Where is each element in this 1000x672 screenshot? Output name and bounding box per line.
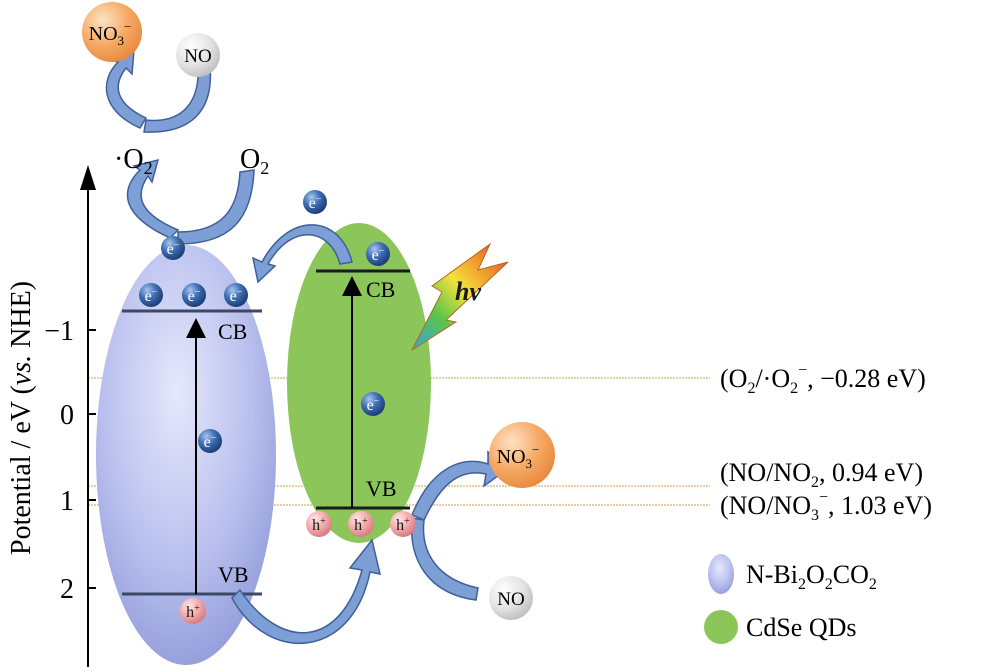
nbi-particle: [96, 245, 276, 665]
nbi-cb-label: CB: [218, 319, 247, 344]
electron: e−: [161, 236, 185, 260]
light-label: hv: [455, 277, 481, 306]
superoxide-label: ·O2: [114, 144, 153, 178]
svg-text:h+: h+: [396, 516, 410, 534]
hole: h+: [348, 511, 374, 537]
hole: h+: [180, 598, 206, 624]
legend-swatch-nbi: [708, 554, 734, 594]
tick-label: 0: [60, 400, 74, 431]
hole: h+: [390, 511, 416, 537]
electron: e−: [303, 190, 327, 214]
no3-formation-arrow-bottom: [410, 517, 479, 601]
electron: e−: [224, 283, 248, 307]
o2-reduction-arrow-right: [177, 169, 255, 245]
electron: e−: [366, 242, 390, 266]
electron: e−: [139, 283, 163, 307]
axis-arrowhead: [80, 165, 96, 190]
tick-label: −1: [44, 316, 74, 347]
hole-transfer-arrow: [231, 538, 381, 645]
cdse-particle: [287, 223, 431, 543]
svg-text:e−: e−: [188, 287, 201, 305]
no3-ball-right: NO3−: [489, 422, 555, 488]
svg-text:h+: h+: [186, 603, 200, 621]
svg-text:e−: e−: [230, 287, 243, 305]
cdse-cb-label: CB: [366, 277, 395, 302]
cdse-vb-label: VB: [366, 476, 397, 501]
svg-text:e−: e−: [167, 240, 180, 258]
svg-text:h+: h+: [312, 516, 326, 534]
light-bolt-icon: [410, 242, 509, 352]
legend-label-nbi: N-Bi2O2CO2: [746, 560, 877, 593]
svg-text:e−: e−: [367, 396, 380, 414]
svg-text:e−: e−: [145, 287, 158, 305]
electron: e−: [182, 283, 206, 307]
svg-text:NO3−: NO3−: [89, 19, 132, 48]
potential-label-no3: (NO/NO3−, 1.03 eV): [720, 489, 932, 524]
electron: e−: [198, 429, 222, 453]
potential-label-o2: (O2/·O2−, −0.28 eV): [720, 362, 926, 397]
electron: e−: [361, 392, 385, 416]
svg-text:NO: NO: [497, 589, 524, 610]
svg-text:e−: e−: [372, 246, 385, 264]
svg-text:e−: e−: [309, 194, 322, 212]
svg-text:e−: e−: [204, 433, 217, 451]
tick-label: 2: [60, 574, 74, 605]
axis-label: Potential / eV (vs. NHE): [6, 281, 37, 555]
hole: h+: [306, 511, 332, 537]
legend-swatch-cdse: [704, 610, 738, 644]
svg-text:NO3−: NO3−: [497, 442, 540, 471]
electron-transfer-arrow: [251, 224, 353, 284]
no-ball-top: NO: [176, 33, 220, 77]
tick-label: 1: [60, 486, 74, 517]
legend-label-cdse: CdSe QDs: [746, 613, 857, 642]
no-ball-bottom: NO: [489, 576, 533, 620]
svg-text:h+: h+: [354, 516, 368, 534]
o2-label: O2: [240, 144, 269, 178]
svg-text:NO: NO: [184, 46, 211, 67]
nbi-vb-label: VB: [218, 562, 249, 587]
potential-label-no2: (NO/NO2, 0.94 eV): [720, 458, 923, 491]
o2-reduction-arrow-left: [126, 158, 180, 239]
no3-ball-top: NO3−: [82, 2, 142, 62]
